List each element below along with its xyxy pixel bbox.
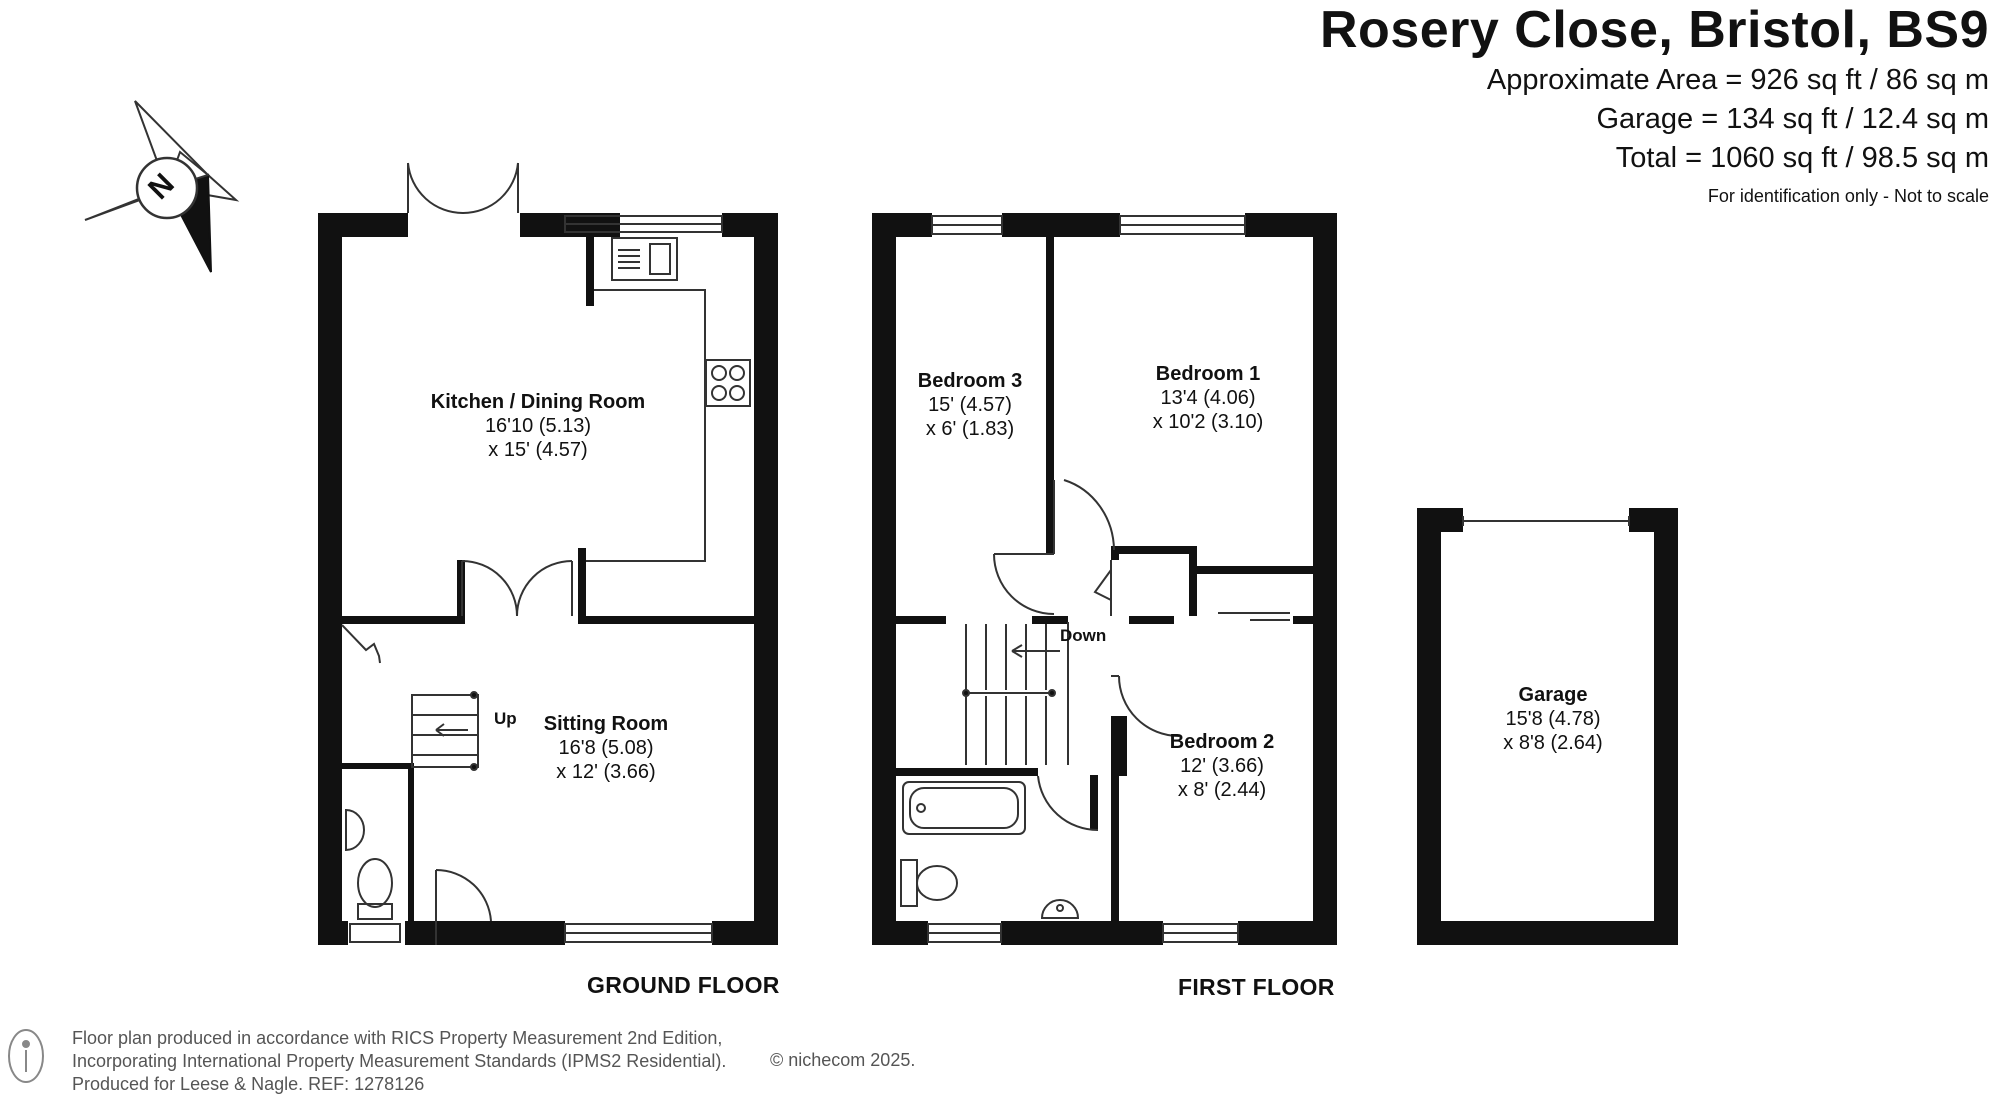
footer-line: Produced for Leese & Nagle. REF: 1278126 bbox=[72, 1074, 425, 1094]
stairs-up-label: Up bbox=[494, 709, 517, 728]
room-label-bedroom-3: Bedroom 3 15' (4.57) x 6' (1.83) bbox=[918, 369, 1022, 441]
person-icon bbox=[8, 1029, 44, 1083]
garage-plan bbox=[1417, 508, 1678, 945]
footer-notes: Floor plan produced in accordance with R… bbox=[72, 1027, 726, 1096]
room-dimension: 15' (4.57) bbox=[928, 394, 1012, 416]
room-dimension: x 12' (3.66) bbox=[556, 761, 656, 783]
room-name: Bedroom 3 bbox=[917, 370, 1023, 392]
room-label-sitting-room: Sitting Room 16'8 (5.08) x 12' (3.66) bbox=[544, 712, 668, 784]
property-title: Rosery Close, Bristol, BS9 bbox=[1320, 1, 1989, 59]
room-dimension: 15'8 (4.78) bbox=[1505, 708, 1601, 730]
approximate-area: Approximate Area = 926 sq ft / 86 sq m bbox=[1486, 64, 1989, 96]
room-label-bedroom-2: Bedroom 2 12' (3.66) x 8' (2.44) bbox=[1170, 730, 1274, 802]
room-dimension: x 6' (1.83) bbox=[925, 418, 1015, 440]
stairs-down-label: Down bbox=[1060, 626, 1107, 645]
room-dimension: x 8'8 (2.64) bbox=[1503, 732, 1603, 754]
room-label-kitchen: Kitchen / Dining Room 16'10 (5.13) x 15'… bbox=[431, 390, 645, 462]
copyright-text: © nichecom 2025. bbox=[770, 1050, 916, 1070]
room-dimension: 16'8 (5.08) bbox=[558, 737, 654, 759]
room-name: Garage bbox=[1518, 684, 1588, 706]
room-label-bedroom-1: Bedroom 1 13'4 (4.06) x 10'2 (3.10) bbox=[1153, 362, 1264, 434]
footer-line: Floor plan produced in accordance with R… bbox=[72, 1028, 723, 1048]
room-name: Bedroom 1 bbox=[1155, 363, 1261, 385]
room-dimension: 13'4 (4.06) bbox=[1160, 387, 1256, 409]
room-dimension: x 8' (2.44) bbox=[1177, 779, 1267, 801]
room-name: Bedroom 2 bbox=[1169, 731, 1275, 753]
room-dimension: 12' (3.66) bbox=[1180, 755, 1264, 777]
room-dimension: x 10'2 (3.10) bbox=[1152, 411, 1264, 433]
first-floor-plan bbox=[872, 213, 1337, 945]
total-area: Total = 1060 sq ft / 98.5 sq m bbox=[1615, 142, 1989, 174]
compass-north-icon bbox=[84, 100, 240, 273]
ground-floor-plan bbox=[318, 213, 778, 945]
room-dimension: 16'10 (5.13) bbox=[484, 415, 592, 437]
garage-area: Garage = 134 sq ft / 12.4 sq m bbox=[1596, 103, 1989, 135]
ground-floor-label: GROUND FLOOR bbox=[587, 972, 780, 998]
room-label-garage: Garage 15'8 (4.78) x 8'8 (2.64) bbox=[1503, 683, 1602, 755]
room-dimension: x 15' (4.57) bbox=[488, 439, 588, 461]
room-name: Sitting Room bbox=[543, 713, 669, 735]
identification-note: For identification only - Not to scale bbox=[1707, 186, 1989, 206]
room-name: Kitchen / Dining Room bbox=[430, 391, 646, 413]
first-floor-label: FIRST FLOOR bbox=[1178, 974, 1335, 1000]
footer-line: Incorporating International Property Mea… bbox=[72, 1051, 727, 1071]
